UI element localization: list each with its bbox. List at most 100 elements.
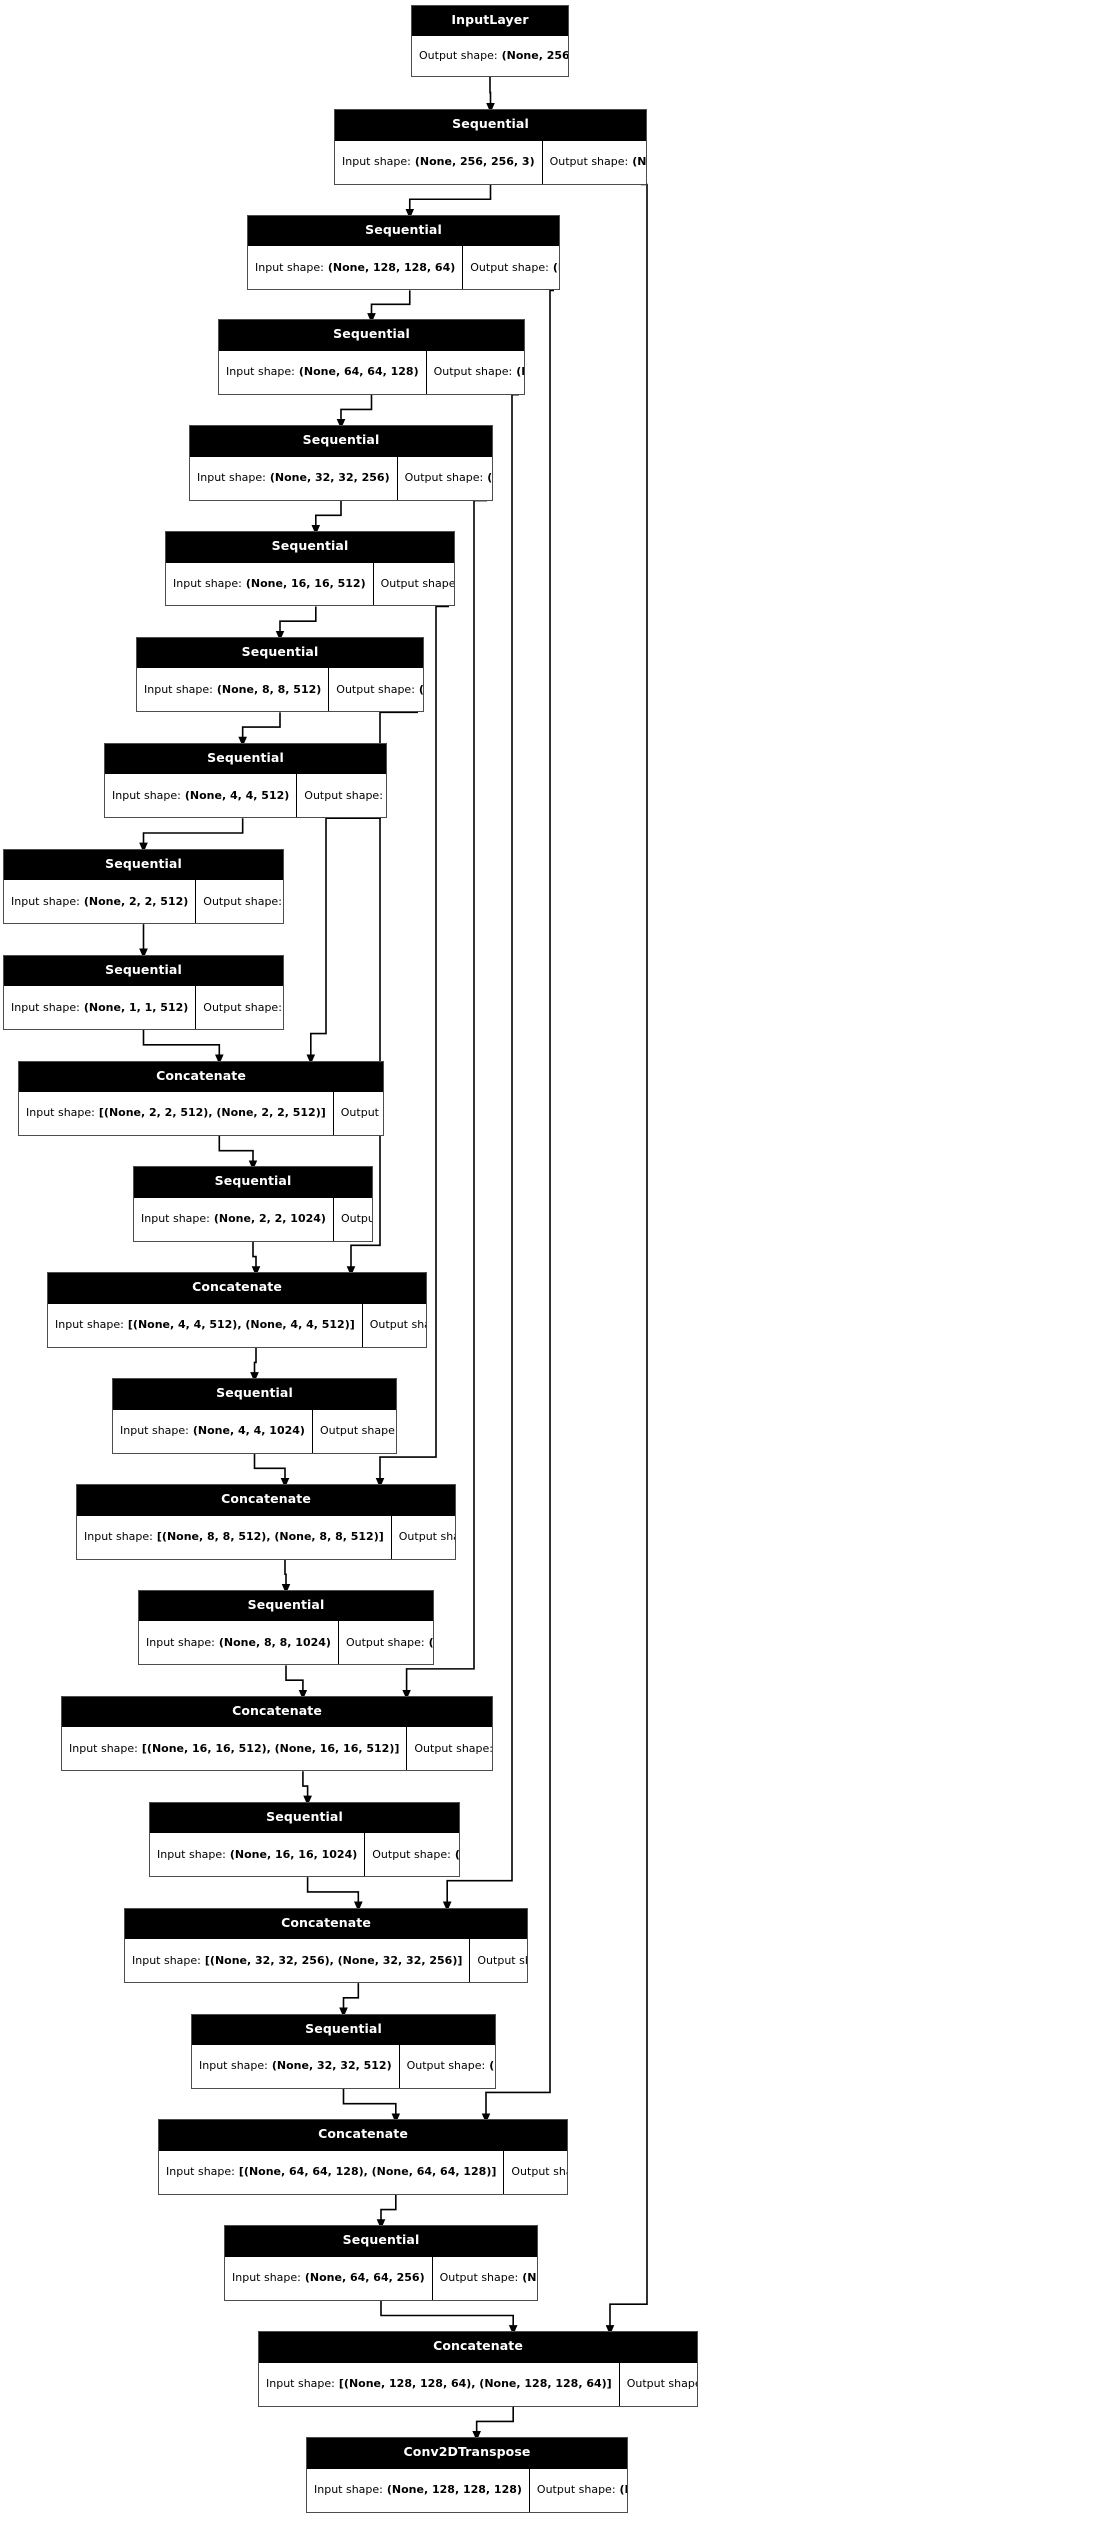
skip-edge-n5-n14 — [375, 605, 449, 1488]
node-input-shape: Input shape:[(None, 64, 64, 128), (None,… — [159, 2150, 505, 2194]
input-shape-value: (None, 256, 256, 3) — [414, 155, 535, 168]
node-shape-row: Output shape:(None, 256, 256, 3) — [412, 35, 568, 76]
node-shape-row: Input shape:[(None, 8, 8, 512), (None, 8… — [77, 1514, 455, 1559]
input-shape-label: Input shape: — [146, 1635, 215, 1649]
node-output-shape: Output shape:(None, 16, 16, 512) — [398, 457, 492, 500]
node-title: Conv2DTranspose — [307, 2438, 627, 2468]
input-shape-label: Input shape: — [144, 682, 213, 696]
node-output-shape: Output shape:(None, 2, 2, 512) — [297, 774, 386, 817]
node-output-shape: Output shape:(None, 4, 4, 512) — [334, 1198, 372, 1241]
output-shape-label: Output shape: — [414, 1741, 493, 1755]
node-input-shape: Input shape:[(None, 128, 128, 64), (None… — [259, 2362, 620, 2406]
node-shape-row: Input shape:(None, 1, 1, 512)Output shap… — [4, 985, 283, 1030]
node-input-shape: Input shape:[(None, 16, 16, 512), (None,… — [62, 1727, 408, 1771]
output-shape-value: (None, 32, 32, 256) — [454, 1847, 460, 1861]
output-shape-value: (None, 128, 128, 64) — [632, 155, 647, 168]
node-output-shape: Output shape:(None, 16, 16, 1024) — [407, 1727, 493, 1770]
input-shape-label: Input shape: — [199, 2059, 268, 2073]
node-shape-row: Input shape:[(None, 128, 128, 64), (None… — [259, 2361, 697, 2406]
node-input-shape: Input shape:(None, 1, 1, 512) — [4, 986, 197, 1030]
edge-n15-n16 — [285, 1665, 308, 1700]
output-shape-label: Output shape: — [369, 1318, 426, 1332]
node-input-shape: Input shape:(None, 4, 4, 1024) — [113, 1409, 313, 1453]
input-shape-label: Input shape: — [173, 576, 242, 590]
node-title: Sequential — [248, 215, 559, 246]
input-shape-label: Input shape: — [11, 1000, 80, 1014]
input-shape-value: [(None, 16, 16, 512), (None, 16, 16, 512… — [141, 1741, 400, 1755]
input-shape-value: [(None, 32, 32, 256), (None, 32, 32, 256… — [204, 1953, 463, 1967]
input-shape-label: Input shape: — [55, 1318, 124, 1332]
input-shape-value: (None, 32, 32, 256) — [269, 471, 390, 485]
output-shape-label: Output shape: — [419, 49, 498, 63]
input-shape-value: [(None, 2, 2, 512), (None, 2, 2, 512)] — [98, 1106, 326, 1120]
input-shape-label: Input shape: — [314, 2483, 383, 2497]
input-shape-label: Input shape: — [26, 1106, 95, 1120]
input-shape-value: (None, 2, 2, 1024) — [213, 1212, 326, 1226]
node-title: Sequential — [113, 1379, 396, 1409]
node-input-shape: Input shape:(None, 16, 16, 1024) — [150, 1833, 366, 1877]
edge-n14-n15 — [281, 1559, 291, 1594]
input-shape-value: (None, 32, 32, 512) — [271, 2059, 392, 2073]
output-shape-label: Output shape: — [433, 365, 513, 379]
node-input-shape: Input shape:(None, 16, 16, 512) — [166, 562, 374, 606]
node-title: Sequential — [150, 1802, 459, 1833]
node-title: Concatenate — [48, 1273, 426, 1303]
node-title: Sequential — [139, 1590, 433, 1621]
node-output-shape: Output shape:(None, 16, 16, 512) — [339, 1621, 434, 1664]
node-output-shape: Output shape:(None, 64, 64, 128) — [463, 246, 559, 289]
output-shape-label: Output shape: — [404, 471, 484, 485]
node-input-shape: Input shape:[(None, 8, 8, 512), (None, 8… — [77, 1515, 392, 1559]
skip-edge-n2-n20 — [481, 289, 554, 2124]
node-shape-row: Input shape:[(None, 16, 16, 512), (None,… — [62, 1726, 493, 1771]
node-output-shape: Output shape:(None, 1, 1, 512) — [196, 880, 283, 923]
input-shape-label: Input shape: — [141, 1212, 210, 1226]
output-shape-label: Output shape: — [511, 2165, 567, 2179]
output-shape-label: Output shape: — [340, 1212, 372, 1226]
input-shape-label: Input shape: — [157, 1847, 226, 1861]
input-shape-label: Input shape: — [226, 365, 295, 379]
node-output-shape: Output shape:(None, 32, 32, 256) — [365, 1833, 460, 1876]
node-shape-row: Input shape:(None, 8, 8, 1024)Output sha… — [139, 1620, 434, 1665]
node-shape-row: Input shape:(None, 16, 16, 512)Output sh… — [166, 561, 454, 606]
output-shape-label: Output shape: — [340, 1106, 383, 1120]
node-output-shape: Output shape:(None, 128, 128, 64) — [433, 2257, 537, 2300]
input-shape-label: Input shape: — [112, 788, 181, 802]
node-title: InputLayer — [412, 5, 568, 36]
skip-edge-n7-n10 — [306, 817, 381, 1065]
output-shape-label: Output shape: — [406, 2059, 486, 2073]
input-shape-label: Input shape: — [342, 155, 411, 168]
node-shape-row: Input shape:(None, 2, 2, 512)Output shap… — [4, 879, 283, 924]
node-output-shape: Output shape:(None, 64, 64, 128) — [400, 2045, 495, 2088]
node-output-shape: Output shape:(None, 4, 4, 1024) — [363, 1304, 426, 1347]
node-shape-row: Input shape:[(None, 4, 4, 512), (None, 4… — [48, 1302, 426, 1347]
output-shape-value: (None, 16, 16, 512) — [428, 1635, 434, 1649]
input-shape-value: (None, 8, 8, 512) — [216, 682, 322, 696]
input-shape-value: [(None, 128, 128, 64), (None, 128, 128, … — [338, 2377, 612, 2391]
input-shape-value: [(None, 64, 64, 128), (None, 64, 64, 128… — [238, 2165, 497, 2179]
input-shape-value: (None, 16, 16, 1024) — [229, 1847, 358, 1861]
